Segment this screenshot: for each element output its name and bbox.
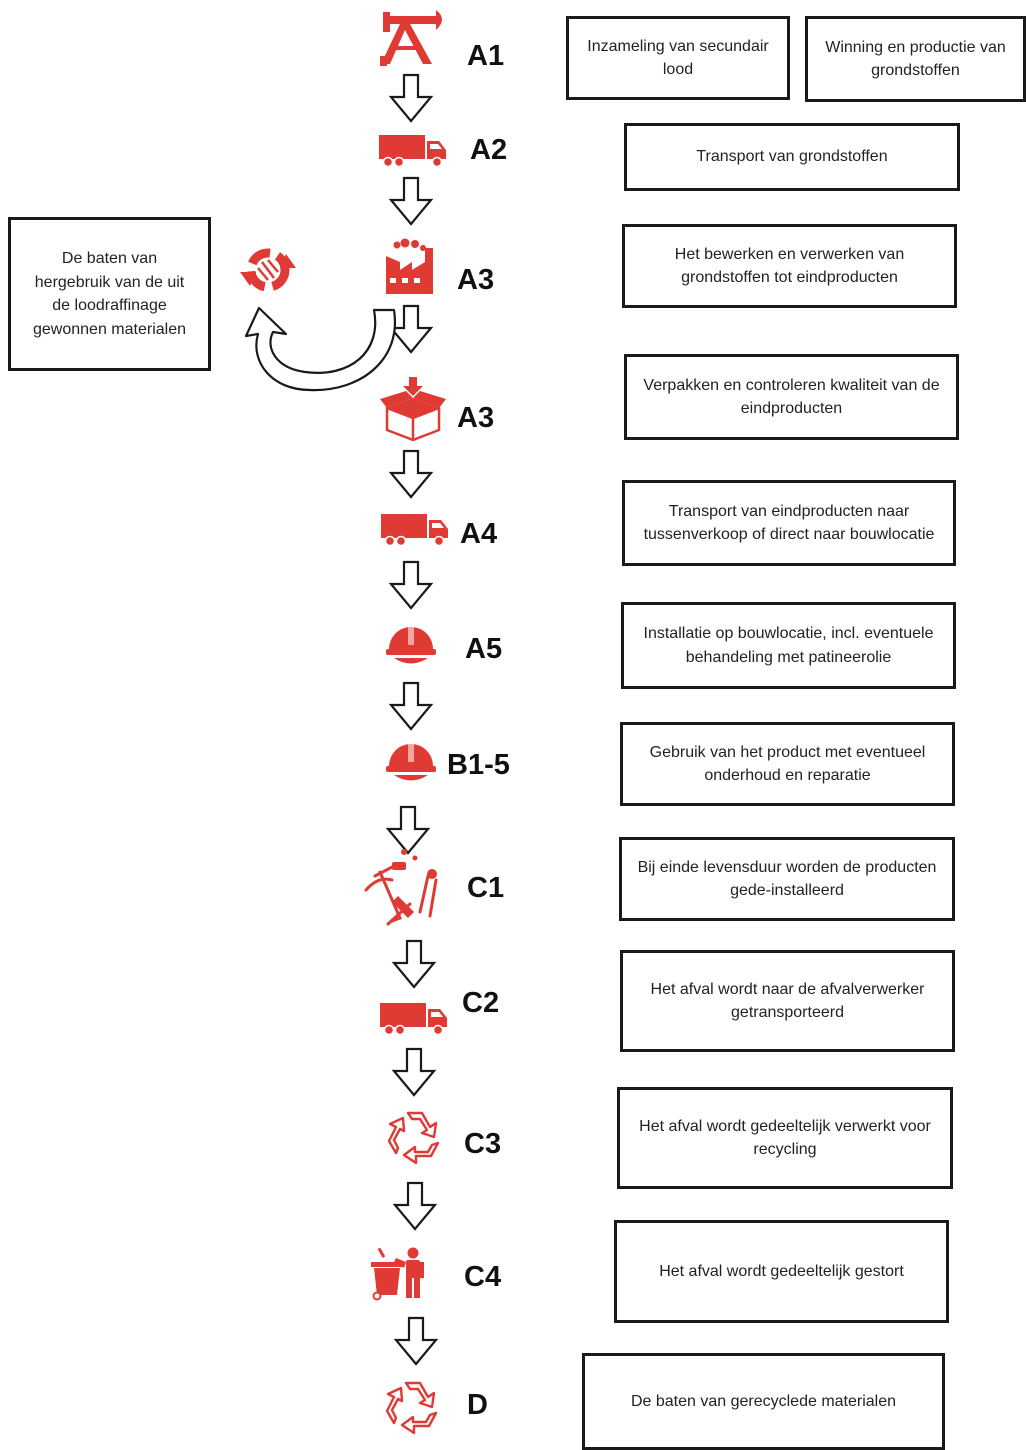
side-note-box: De baten van hergebruik van de uit de lo… xyxy=(8,217,211,371)
description-box: Transport van eindproducten naar tussenv… xyxy=(622,480,956,566)
description-box: Gebruik van het product met eventueel on… xyxy=(620,722,955,806)
stage-code-d: D xyxy=(467,1389,488,1421)
package-icon xyxy=(380,377,446,442)
stage-code-a1: A1 xyxy=(467,40,505,72)
truck-icon xyxy=(380,513,449,547)
reuse-curved-arrow xyxy=(244,306,397,392)
oil-pump-icon xyxy=(380,10,442,66)
description-box: Winning en productie van grondstoffen xyxy=(805,16,1026,102)
stage-code-a2: A2 xyxy=(470,134,508,166)
description-box: Bij einde levensduur worden de producten… xyxy=(619,837,955,921)
stage-code-a4: A4 xyxy=(460,518,498,550)
description-box: Het afval wordt naar de afvalverwerker g… xyxy=(620,950,955,1052)
stage-code-a3-packaging: A3 xyxy=(457,402,495,434)
description-box: De baten van gerecyclede materialen xyxy=(582,1353,945,1450)
stage-code-c4: C4 xyxy=(464,1261,502,1293)
description-box: Het afval wordt gedeeltelijk gestort xyxy=(614,1220,949,1323)
description-box: Verpakken en controleren kwaliteit van d… xyxy=(624,354,959,440)
stage-code-a3-processing: A3 xyxy=(457,264,495,296)
circular-reuse-icon xyxy=(240,248,296,292)
stage-code-c1: C1 xyxy=(467,872,505,904)
description-box: Het bewerken en verwerken van grondstoff… xyxy=(622,224,957,308)
recycle-icon xyxy=(387,1111,440,1165)
factory-icon xyxy=(386,238,433,294)
stage-code-b1-5: B1-5 xyxy=(447,749,510,781)
description-box: Het afval wordt gedeeltelijk verwerkt vo… xyxy=(617,1087,953,1189)
stage-code-c3: C3 xyxy=(464,1128,502,1160)
hard-hat-icon xyxy=(386,627,436,664)
waste-bin-person-icon xyxy=(371,1247,424,1301)
hard-hat-icon xyxy=(386,744,436,781)
tools-icon xyxy=(364,849,438,926)
description-box: Inzameling van secundair lood xyxy=(566,16,790,100)
description-box: Installatie op bouwlocatie, incl. eventu… xyxy=(621,602,956,689)
recycle-icon xyxy=(385,1381,438,1435)
truck-icon xyxy=(378,134,447,168)
stage-code-a5: A5 xyxy=(465,633,503,665)
description-box: Transport van grondstoffen xyxy=(624,123,960,191)
stage-code-c2: C2 xyxy=(462,987,500,1019)
truck-icon xyxy=(379,1002,448,1036)
